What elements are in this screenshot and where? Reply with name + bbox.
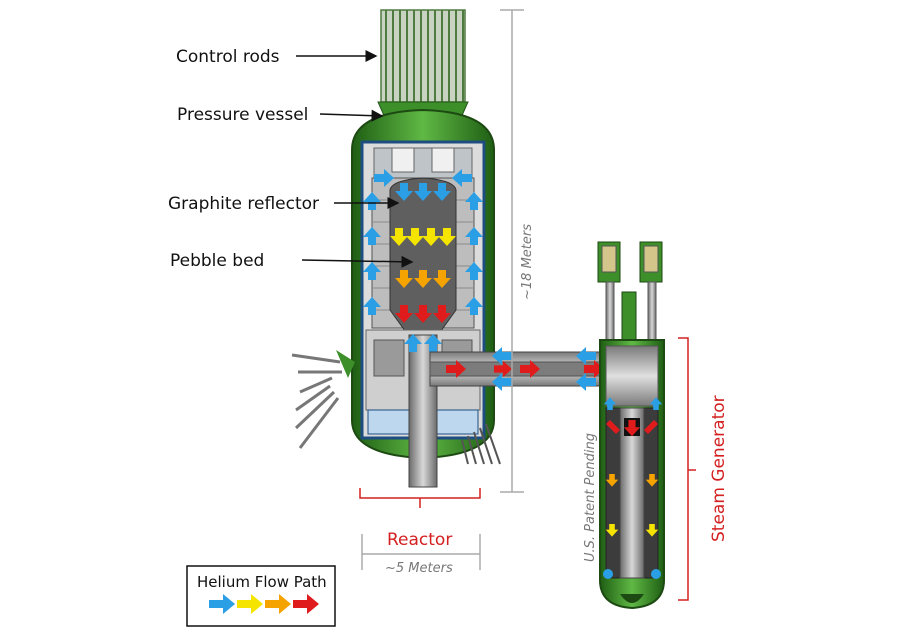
width-label: ~5 Meters [385,561,453,576]
label-graphite-reflector: Graphite reflector [168,194,319,214]
label-pressure-vessel: Pressure vessel [177,105,308,125]
legend-title: Helium Flow Path [197,573,327,591]
height-dimension [500,9,524,493]
legend-arrow-orange [265,594,291,614]
control-rods [377,9,469,121]
legend-box [186,565,336,627]
steam-generator-label: Steam Generator [709,395,729,542]
label-control-rods: Control rods [176,47,280,67]
legend: Helium Flow Path [186,565,336,627]
width-dimension [361,534,481,570]
pressure-vessel [291,108,501,488]
callout-lines [296,50,414,268]
pebble-bed-callout [301,255,414,268]
legend-arrow-blue [209,594,235,614]
height-label: ~18 Meters [520,224,535,300]
patent-label: U.S. Patent Pending [583,433,598,562]
reactor-label: Reactor [387,530,452,550]
pressure-vessel-callout [319,109,384,122]
steam-generator-bracket [678,337,696,601]
reactor-bracket [359,488,481,508]
label-pebble-bed: Pebble bed [170,251,264,271]
legend-arrow-red [293,594,319,614]
legend-arrow-yellow [237,594,263,614]
steam-generator-arrows [603,397,663,579]
legend-arrows [209,594,319,614]
